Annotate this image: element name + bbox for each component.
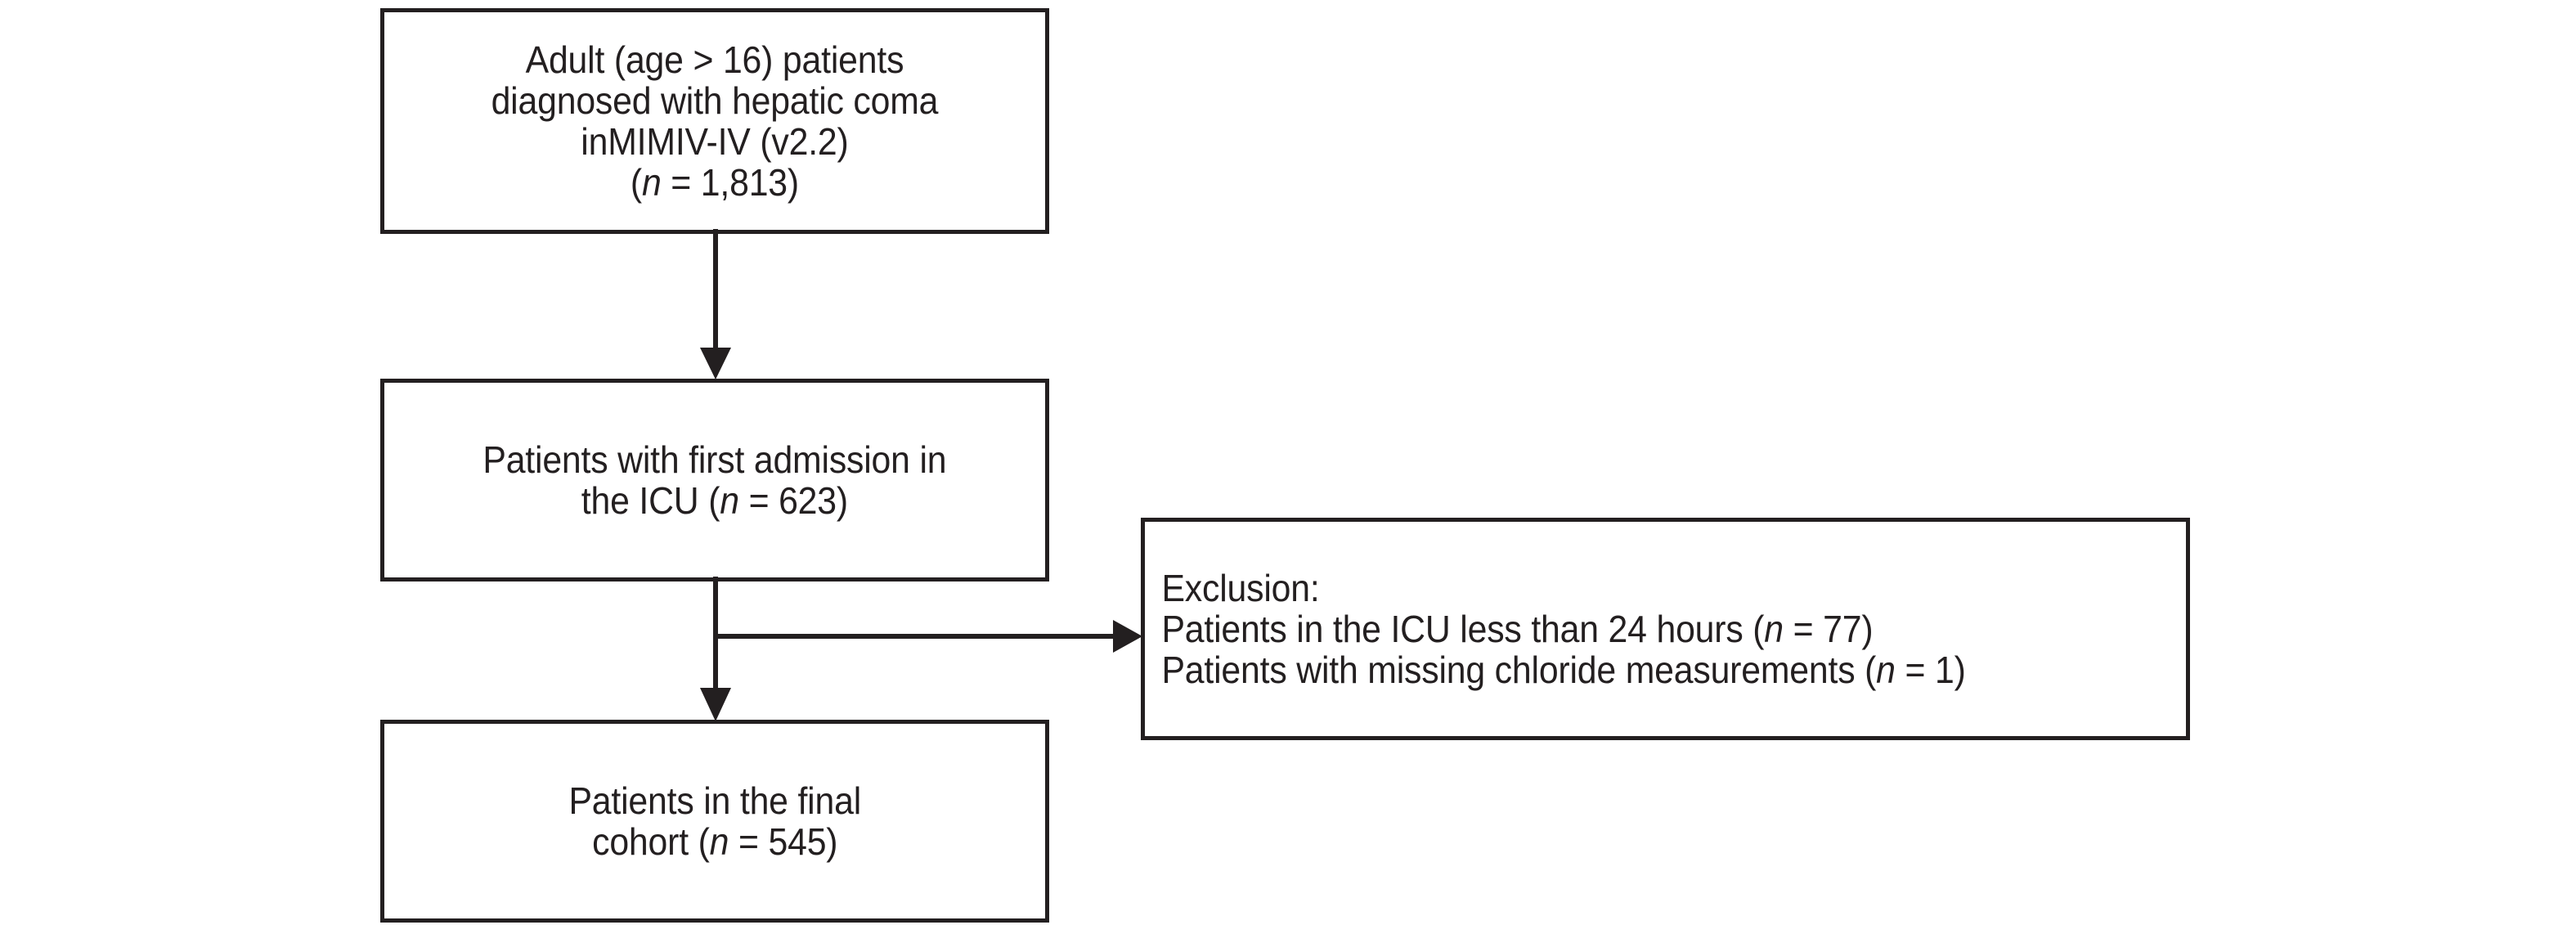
arrowhead-right-icon	[1113, 620, 1142, 653]
statistic-n-symbol: n	[720, 479, 739, 522]
connector-source-to-first-admission	[700, 229, 731, 379]
connector-first-admission-branch	[700, 577, 1142, 721]
statistic-n-symbol: n	[709, 820, 729, 863]
statistic-n-symbol: n	[1764, 608, 1784, 650]
flow-node-exclusion: Exclusion:Patients in the ICU less than …	[1141, 518, 2190, 740]
arrowhead-down-icon	[700, 688, 731, 721]
exclusion-text: Exclusion:Patients in the ICU less than …	[1161, 567, 1966, 691]
statistic-n-symbol: n	[1876, 649, 1896, 691]
statistic-n-symbol: n	[642, 161, 662, 204]
arrowhead-down-icon	[700, 348, 731, 379]
